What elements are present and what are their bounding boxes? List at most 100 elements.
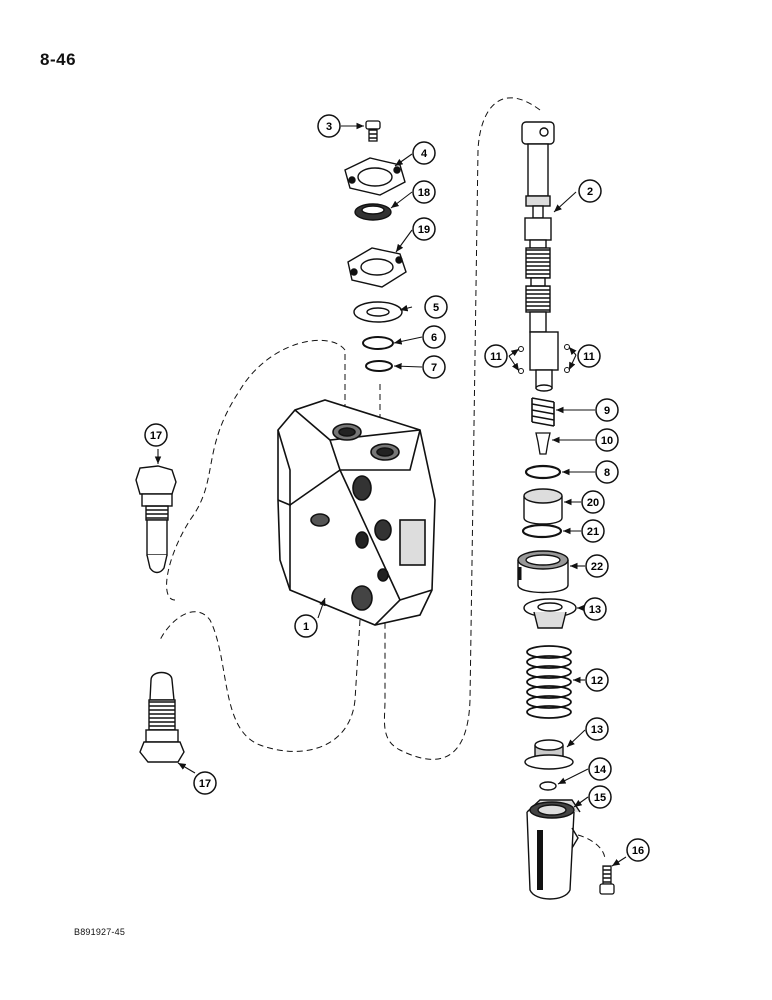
callout-c8: 8	[595, 460, 619, 484]
callout-label: 2	[587, 186, 593, 198]
callout-circle	[581, 519, 605, 543]
callout-circle	[193, 771, 217, 795]
callout-circle	[626, 838, 650, 862]
callout-c11a: 11	[484, 344, 508, 368]
callout-circle	[577, 344, 601, 368]
callout-label: 9	[604, 405, 610, 417]
spring-seat-upper	[523, 598, 577, 629]
callout-label: 5	[433, 302, 439, 314]
relief-valve-lower	[139, 671, 185, 763]
callout-circle	[412, 141, 436, 165]
callout-c22: 22	[585, 554, 609, 578]
callout-circle	[422, 325, 446, 349]
callout-c14: 14	[588, 757, 612, 781]
callout-c18: 18	[412, 180, 436, 204]
callout-c11b: 11	[577, 344, 601, 368]
cap-bolt	[599, 865, 615, 895]
spring-seat-lower	[524, 739, 574, 770]
callout-circle	[424, 295, 448, 319]
callout-label: 14	[594, 764, 607, 776]
callout-circle	[578, 179, 602, 203]
callout-label: 20	[587, 497, 599, 509]
callout-label: 11	[583, 351, 595, 363]
callout-circle	[317, 114, 341, 138]
spool-screw	[539, 781, 557, 791]
callout-circle	[581, 490, 605, 514]
callout-c7: 7	[422, 355, 446, 379]
relief-valve-upper	[135, 465, 177, 574]
callout-label: 1	[303, 621, 309, 633]
callout-c16: 16	[626, 838, 650, 862]
callout-circle	[144, 423, 168, 447]
callout-circle	[585, 717, 609, 741]
callout-label: 21	[587, 526, 599, 538]
o-ring-spool-8	[524, 464, 562, 480]
callout-circle	[422, 355, 446, 379]
valve-section-body	[277, 399, 436, 626]
retainer-plate-upper	[344, 157, 406, 196]
callout-c17a: 17	[144, 423, 168, 447]
retainer-plate-lower	[347, 247, 407, 288]
callout-label: 17	[199, 778, 211, 790]
callout-circle	[412, 217, 436, 241]
callout-circle	[588, 785, 612, 809]
callout-label: 13	[591, 724, 603, 736]
o-ring-spool-21	[521, 523, 563, 539]
callout-label: 11	[490, 351, 502, 363]
o-ring-upper	[365, 360, 393, 372]
callout-label: 7	[431, 362, 437, 374]
callout-label: 15	[594, 792, 606, 804]
callout-label: 10	[601, 435, 613, 447]
callout-label: 12	[591, 675, 603, 687]
callout-circle	[585, 554, 609, 578]
callout-c2: 2	[578, 179, 602, 203]
callout-c4: 4	[412, 141, 436, 165]
callout-circle	[484, 344, 508, 368]
spool	[521, 121, 559, 392]
detent-stop	[535, 432, 551, 455]
callout-label: 3	[326, 121, 332, 133]
callout-c5: 5	[424, 295, 448, 319]
callout-c10: 10	[595, 428, 619, 452]
page-number: 8-46	[40, 50, 77, 69]
spool-cap	[526, 799, 581, 900]
callout-circle	[588, 757, 612, 781]
cap-screw	[365, 120, 381, 142]
callout-c1: 1	[294, 614, 318, 638]
callout-c21: 21	[581, 519, 605, 543]
callout-c13a: 13	[583, 597, 607, 621]
callout-c15: 15	[588, 785, 612, 809]
callout-c19: 19	[412, 217, 436, 241]
bushing	[523, 488, 563, 525]
callout-label: 19	[418, 224, 430, 236]
callout-label: 4	[421, 148, 428, 160]
callout-label: 18	[418, 187, 430, 199]
callout-circle	[595, 398, 619, 422]
callout-c17b: 17	[193, 771, 217, 795]
wiper-seal	[354, 203, 392, 221]
centering-spring	[526, 645, 572, 719]
callout-circle	[595, 460, 619, 484]
callout-c9: 9	[595, 398, 619, 422]
callout-circle	[294, 614, 318, 638]
callout-label: 17	[150, 430, 162, 442]
back-up-washer	[353, 301, 403, 323]
figure-code: B891927-45	[74, 927, 126, 937]
callout-circle	[585, 668, 609, 692]
callout-label: 13	[589, 604, 601, 616]
callout-c20: 20	[581, 490, 605, 514]
callout-c13b: 13	[585, 717, 609, 741]
callout-circle	[412, 180, 436, 204]
adapter	[517, 550, 569, 594]
back-up-ring	[362, 336, 394, 350]
callout-label: 6	[431, 332, 437, 344]
callout-c12: 12	[585, 668, 609, 692]
callout-c6: 6	[422, 325, 446, 349]
callout-label: 8	[604, 467, 610, 479]
callout-label: 16	[632, 845, 644, 857]
callout-circle	[583, 597, 607, 621]
callout-label: 22	[591, 561, 603, 573]
